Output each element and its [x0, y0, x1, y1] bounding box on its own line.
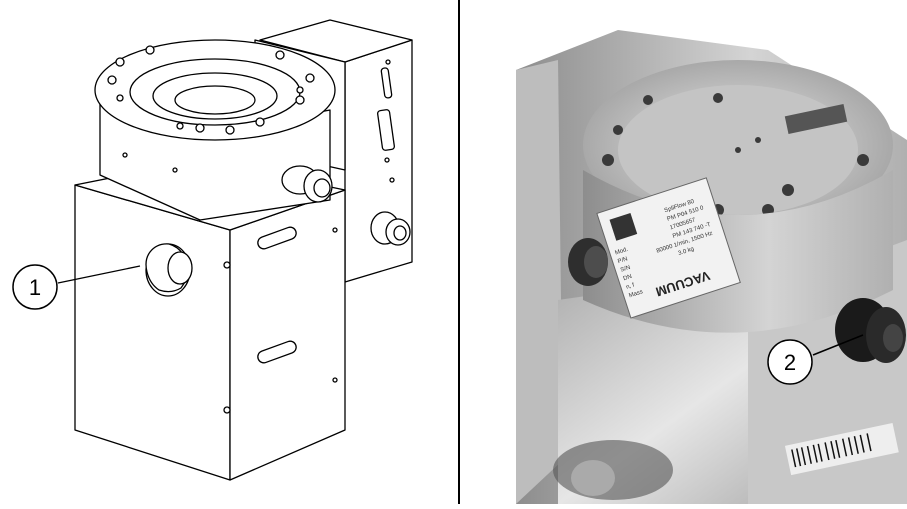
status-led-slot — [380, 67, 393, 99]
venting-knob — [145, 243, 193, 297]
callout-2-circle — [767, 339, 813, 385]
svg-text:n, f: n, f — [625, 282, 635, 290]
photo-panel: VACUUM SpliFlow 80 PM P04 510 0 17005657… — [468, 0, 907, 504]
callout-2-number: 2 — [784, 350, 796, 375]
electronics-box-front — [344, 39, 413, 283]
svg-text:Mod.: Mod. — [614, 247, 629, 257]
housing-front — [74, 184, 231, 481]
pump-photo: VACUUM SpliFlow 80 PM P04 510 0 17005657… — [516, 30, 907, 504]
panel-divider — [458, 0, 460, 504]
venting-knob — [835, 298, 906, 363]
pump-line-drawing: 1 — [12, 19, 413, 481]
svg-text:Mass: Mass — [628, 289, 643, 299]
callout-1-number: 1 — [29, 275, 41, 300]
product-label: VACUUM SpliFlow 80 PM P04 510 0 17005657… — [596, 177, 741, 319]
svg-text:P/N: P/N — [617, 256, 628, 265]
svg-text:S/N: S/N — [620, 265, 631, 274]
svg-text:3.0 kg: 3.0 kg — [678, 246, 695, 257]
line-drawing-panel: 1 — [0, 0, 452, 504]
svg-text:DN: DN — [623, 274, 633, 282]
callout-1-circle — [12, 264, 58, 310]
d-sub-connector — [377, 109, 395, 151]
